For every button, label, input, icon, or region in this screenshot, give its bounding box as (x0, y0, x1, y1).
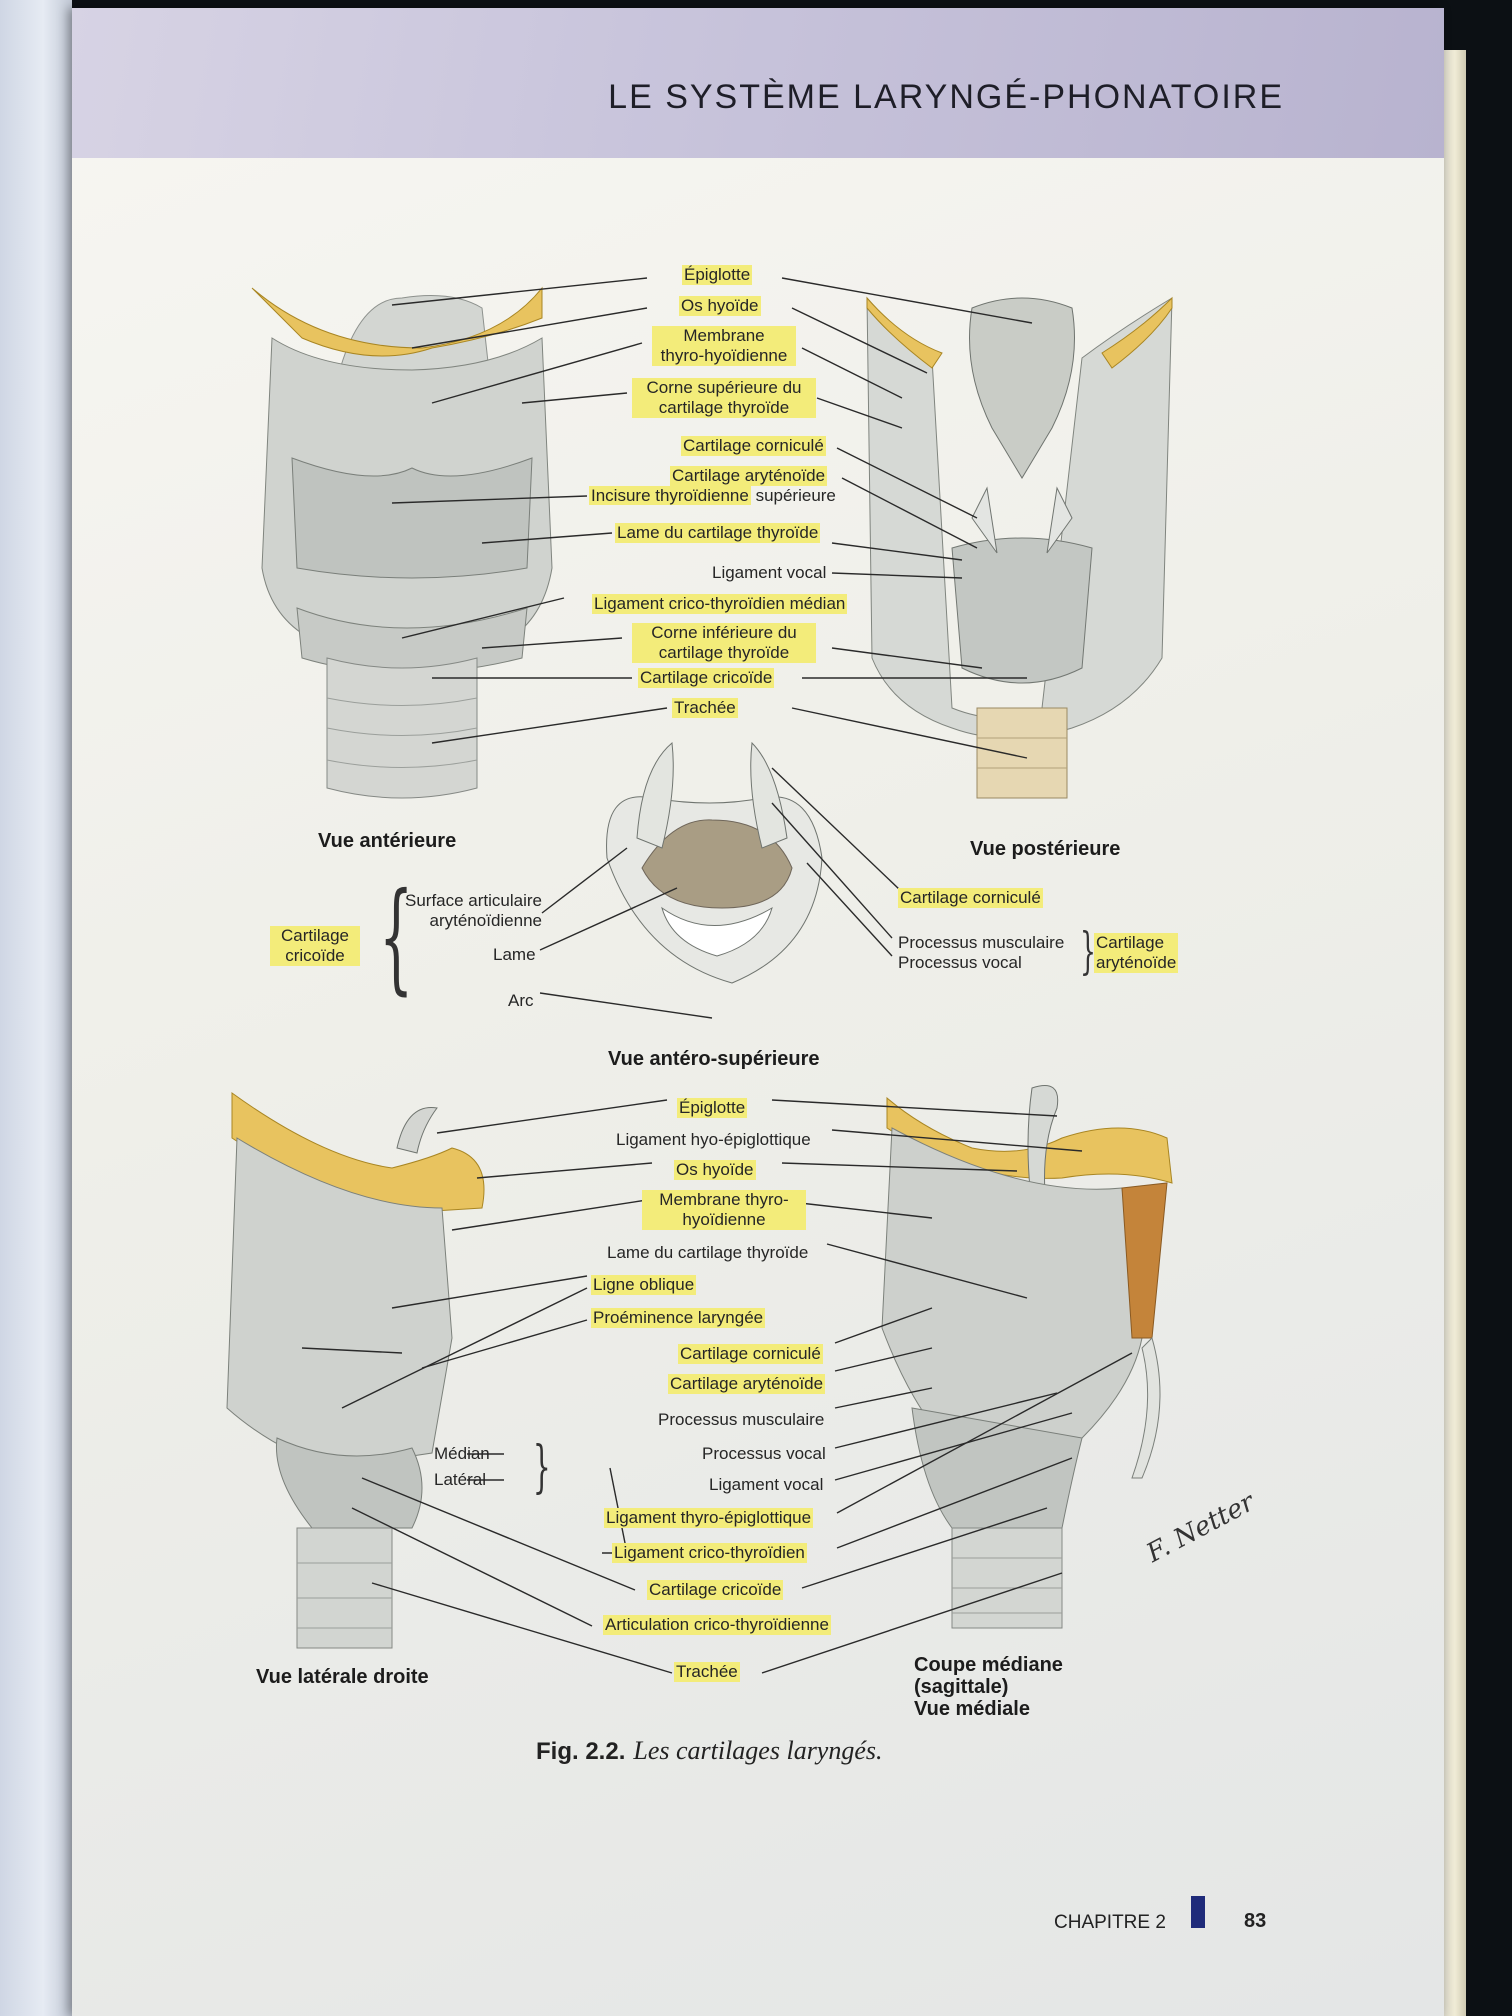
caption-vue-antero-superieure: Vue antéro-supérieure (608, 1048, 820, 1070)
label-arc: Arc (508, 991, 534, 1010)
previous-page-edge (0, 0, 72, 2016)
label-corne-inf-line1: Corne inférieure du (651, 623, 797, 642)
label-incisure-suffix: supérieure (755, 486, 836, 505)
label-membrane-line1: Membrane (683, 326, 765, 345)
page-header-title: LE SYSTÈME LARYNGÉ-PHONATOIRE (608, 78, 1284, 116)
label-trachee-top: Trachée (672, 698, 738, 718)
lateral-view-drawing (226, 1092, 485, 1649)
header-band (72, 8, 1444, 158)
label-cartilage-cornicule: Cartilage corniculé (681, 436, 826, 456)
brace-left: { (378, 868, 414, 1007)
label-median: Médian (434, 1444, 490, 1463)
brace-bottom: } (532, 1435, 551, 1500)
label-cartilage-cornicule-middle: Cartilage corniculé (898, 888, 1043, 908)
brace-right: } (1079, 922, 1096, 980)
label-cricoide-line1: Cartilage (280, 926, 350, 945)
figure-title: Les cartilages laryngés. (633, 1736, 883, 1765)
label-surface-line1: Surface articulaire (404, 891, 542, 910)
label-articulation-crico-thyroidienne: Articulation crico-thyroïdienne (603, 1615, 831, 1635)
posterior-view-drawing (866, 296, 1173, 799)
label-cartilage-cornicule-bottom: Cartilage corniculé (678, 1344, 823, 1364)
chapter-color-mark (1191, 1896, 1205, 1928)
label-processus-musculaire-bottom: Processus musculaire (658, 1410, 825, 1429)
leader-lines-bottom (301, 1099, 1133, 1674)
label-corne-inferieure: Corne inférieure du cartilage thyroïde (632, 623, 816, 663)
label-ligament-hyo-epiglottique: Ligament hyo-épiglottique (616, 1130, 811, 1149)
label-cartilage-arytenoide-middle: Cartilage aryténoïde (1094, 933, 1179, 973)
label-cartilage-arytenoide: Cartilage aryténoïde (670, 466, 828, 486)
caption-vue-anterieure: Vue antérieure (318, 830, 457, 852)
label-ligne-oblique: Ligne oblique (591, 1275, 697, 1295)
label-cartilage-cricoide-bottom: Cartilage cricoïde (647, 1580, 784, 1600)
median-section-drawing (881, 1085, 1173, 1629)
figure-number: Fig. 2.2. (536, 1738, 626, 1765)
page-number: 83 (1244, 1910, 1267, 1932)
larynx-illustrations (226, 277, 1173, 1674)
label-ligament-thyro-epiglottique: Ligament thyro-épiglottique (604, 1508, 814, 1528)
label-epiglotte-bottom: Épiglotte (677, 1098, 748, 1118)
label-corne-superieure: Corne supérieure du cartilage thyroïde (632, 378, 816, 418)
label-corne-inf-line2: cartilage thyroïde (658, 643, 790, 662)
caption-vue-posterieure: Vue postérieure (970, 838, 1121, 860)
label-processus-vocal-bottom: Processus vocal (702, 1444, 826, 1463)
page-stack-edge (1444, 50, 1466, 2016)
label-ligament-vocal-top: Ligament vocal (712, 563, 827, 582)
label-arytenoide-line2: aryténoïde (1096, 953, 1177, 972)
caption-coupe-line1: Coupe médiane (914, 1654, 1063, 1676)
book-page: LE SYSTÈME LARYNGÉ-PHONATOIRE (72, 8, 1444, 2016)
label-membrane-b-line1: Membrane thyro- (659, 1190, 789, 1209)
label-incisure-thyroidienne: Incisure thyroïdienne supérieure (589, 486, 836, 506)
label-ligament-crico-thyroidien: Ligament crico-thyroïdien (612, 1543, 807, 1563)
label-ligament-crico-thyroidien-median: Ligament crico-thyroïdien médian (592, 594, 848, 614)
caption-coupe-line2: (sagittale) (914, 1676, 1009, 1698)
label-lame: Lame (493, 945, 536, 964)
label-cartilage-arytenoide-bottom: Cartilage aryténoïde (668, 1374, 826, 1394)
label-lateral: Latéral (434, 1470, 486, 1489)
label-lame-thyroide: Lame du cartilage thyroïde (615, 523, 821, 543)
label-os-hyoide: Os hyoïde (679, 296, 761, 316)
label-arytenoide-line1: Cartilage (1096, 933, 1165, 952)
leader-lines-middle (539, 767, 901, 1019)
caption-vue-laterale-droite: Vue latérale droite (256, 1666, 429, 1688)
leader-lines-top (391, 277, 1033, 759)
caption-coupe-line3: Vue médiale (914, 1698, 1030, 1720)
label-cricoide-line2: cricoïde (285, 946, 345, 965)
label-surface-line2: aryténoïdienne (429, 911, 542, 930)
label-surface-articulaire: Surface articulaire aryténoïdienne (372, 891, 542, 931)
label-corne-sup-line2: cartilage thyroïde (658, 398, 790, 417)
label-trachee-bottom: Trachée (674, 1662, 740, 1682)
label-incisure-main: Incisure thyroïdienne (589, 486, 751, 505)
label-cartilage-cricoide-top: Cartilage cricoïde (638, 668, 775, 688)
label-epiglotte: Épiglotte (682, 265, 753, 285)
label-lame-thyroide-bottom: Lame du cartilage thyroïde (607, 1243, 809, 1262)
footer-chapter: CHAPITRE 2 (1054, 1912, 1166, 1933)
label-processus-musculaire-middle: Processus musculaire (898, 933, 1065, 952)
label-membrane-b-line2: hyoïdienne (682, 1210, 766, 1229)
caption-coupe-mediane: Coupe médiane (sagittale) Vue médiale (914, 1654, 1063, 1720)
figure-caption: Fig. 2.2. Les cartilages laryngés. (536, 1736, 883, 1766)
anterior-view-drawing (251, 286, 553, 799)
label-proeminence-laryngee: Proéminence laryngée (591, 1308, 766, 1328)
label-ligament-vocal-bottom: Ligament vocal (709, 1475, 824, 1494)
label-cartilage-cricoide-middle: Cartilage cricoïde (270, 926, 360, 966)
label-os-hyoide-bottom: Os hyoïde (674, 1160, 756, 1180)
label-membrane-thyro-hyoidienne-bottom: Membrane thyro- hyoïdienne (642, 1190, 806, 1230)
label-membrane-thyro-hyoidienne: Membrane thyro-hyoïdienne (652, 326, 796, 366)
label-membrane-line2: thyro-hyoïdienne (660, 346, 788, 365)
label-corne-sup-line1: Corne supérieure du (646, 378, 802, 397)
label-processus-vocal-middle: Processus vocal (898, 953, 1022, 972)
cricoid-antero-superior-drawing (606, 741, 823, 984)
